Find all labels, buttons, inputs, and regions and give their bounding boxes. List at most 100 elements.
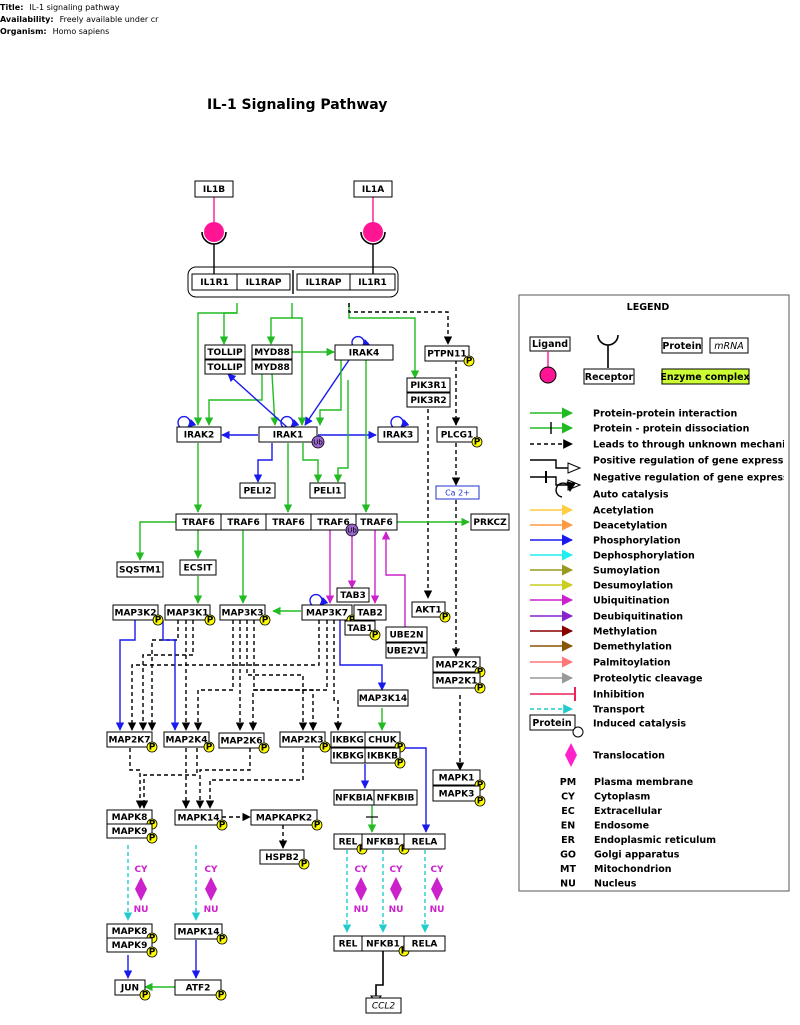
node-ube2n[interactable]: UBE2N [385,626,428,643]
node-map3k7[interactable]: MAP3K7P [301,604,358,626]
phospho-marker: P [369,629,381,641]
node-irak2[interactable]: IRAK2 [176,426,222,443]
receptor-3[interactable]: IL1R1 [349,273,396,291]
node-ccl2[interactable]: CCL2 [365,997,402,1014]
node-ligand-il1a[interactable]: IL1A [353,180,393,198]
node-rel2[interactable]: REL [333,935,363,952]
nu-label: NU [389,905,404,915]
node-nfkb1b[interactable]: NFKB1P [361,935,410,957]
node-pik3r1[interactable]: PIK3R1 [406,377,451,393]
node-rela2[interactable]: RELA [403,935,446,952]
phospho-circle [439,611,451,623]
node-label: IL1R1 [200,278,229,288]
node-label: CHUK [368,736,397,746]
node-tab3[interactable]: TAB3 [336,587,370,603]
node-box [106,823,153,839]
node-label: ECSIT [184,564,214,574]
node-traf6e[interactable]: TRAF6 [355,513,398,531]
node-irak4[interactable]: IRAK4 [334,344,394,361]
node-map3k14[interactable]: MAP3K14 [357,689,409,707]
node-prkcz[interactable]: PRKCZ [470,513,510,531]
node-pik3r2[interactable]: PIK3R2 [406,392,451,408]
receptor-1[interactable]: IL1RAP [236,273,291,291]
node-label: IKBKB [367,752,398,762]
node-peli2[interactable]: PELI2 [239,482,276,499]
edge [138,620,194,731]
node-ikbkg2[interactable]: IKBKG [330,747,366,764]
node-nfkb1a[interactable]: NFKB1P [361,833,410,855]
node-tollip2[interactable]: TOLLIP [204,359,246,375]
node-label: UBE2N [389,631,423,641]
node-label: MAP2K4 [165,736,207,746]
edge [129,748,145,809]
node-label: PELI2 [243,487,271,497]
node-tab2[interactable]: TAB2 [353,604,387,621]
receptor-0[interactable]: IL1R1 [191,273,238,291]
edge [219,312,237,345]
node-sqstm1[interactable]: SQSTM1 [116,561,164,578]
node-ecsit[interactable]: ECSIT [179,559,217,576]
node-myd88b[interactable]: MYD88 [251,359,293,375]
node-myd88a[interactable]: MYD88 [251,344,293,360]
node-label: IRAK3 [383,431,413,441]
node-irak3[interactable]: IRAK3 [377,426,419,443]
node-label: IKBKG [332,736,364,746]
phospho-circle [319,741,331,753]
receptor-2[interactable]: IL1RAP [296,273,351,291]
node-traf6c[interactable]: TRAF6 [265,513,312,531]
node-label: MAP3K7 [306,609,348,619]
node-traf6b[interactable]: TRAF6 [220,513,267,531]
node-nfkbia[interactable]: NFKBIA [333,789,375,806]
location-code: ER [561,835,575,846]
legend-item-label: Phosphorylation [593,536,681,547]
node-box [204,344,246,360]
phospho-marker: P [298,858,310,870]
node-box [435,485,480,500]
node-irak1[interactable]: IRAK1 [258,426,318,443]
legend-item-19: Transport [530,704,645,716]
legend-item-label: Acetylation [593,506,654,517]
phospho-label: P [397,759,404,769]
node-ube2v1[interactable]: UBE2V1 [385,642,428,659]
node-traf6a[interactable]: TRAF6 [175,513,222,531]
node-label: Ligand [532,339,568,350]
node-rela1[interactable]: RELA [403,833,446,850]
phospho-marker: P [216,819,228,831]
node-ligand-il1b[interactable]: IL1B [194,180,234,198]
node-label: MAP2K6 [220,737,262,747]
location-code: NU [560,879,576,890]
phospho-marker: P [311,819,323,831]
node-ikbkg1[interactable]: IKBKG [330,731,366,748]
phospho-label: P [206,743,213,753]
node-ca[interactable]: Ca 2+ [435,485,480,500]
node-tollip1[interactable]: TOLLIP [204,344,246,360]
node-nfkbib[interactable]: NFKBIB [373,789,418,806]
node-peli1[interactable]: PELI1 [309,482,346,499]
node-label: Receptor [585,372,634,383]
